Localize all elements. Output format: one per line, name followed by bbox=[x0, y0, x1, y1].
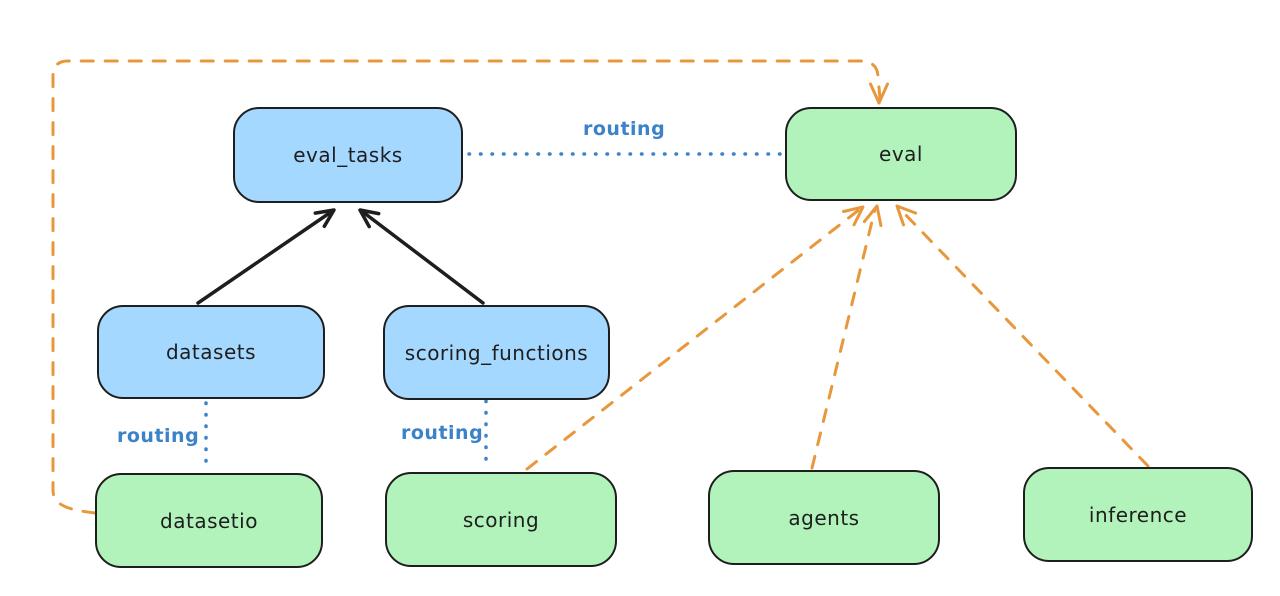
node-scoring-functions: scoring_functions bbox=[383, 305, 610, 400]
node-agents-label: agents bbox=[788, 505, 860, 530]
node-eval-tasks-label: eval_tasks bbox=[293, 143, 403, 167]
edge-agents-to-eval bbox=[810, 204, 883, 470]
node-eval-tasks: eval_tasks bbox=[233, 107, 463, 203]
node-scoring: scoring bbox=[385, 472, 617, 567]
edge-scoring-functions-to-eval-tasks bbox=[358, 208, 485, 305]
node-datasetio-label: datasetio bbox=[160, 508, 258, 533]
node-scoring-label: scoring bbox=[462, 507, 540, 532]
node-datasets-label: datasets bbox=[165, 340, 257, 364]
node-eval-label: eval bbox=[879, 142, 923, 166]
edge-label-routing-eval-tasks-eval: routing bbox=[583, 118, 666, 140]
node-datasets: datasets bbox=[97, 305, 325, 399]
edge-datasets-to-eval-tasks bbox=[196, 208, 336, 305]
node-agents: agents bbox=[708, 470, 940, 565]
edge-inference-to-eval bbox=[895, 204, 1150, 468]
node-datasetio: datasetio bbox=[95, 473, 323, 568]
node-eval: eval bbox=[785, 107, 1017, 201]
edge-label-routing-scoring-functions-scoring: routing bbox=[401, 422, 484, 444]
node-scoring-functions-label: scoring_functions bbox=[404, 340, 589, 365]
node-inference: inference bbox=[1023, 467, 1253, 562]
edge-label-routing-datasets-datasetio: routing bbox=[117, 425, 200, 447]
node-inference-label: inference bbox=[1088, 502, 1188, 527]
